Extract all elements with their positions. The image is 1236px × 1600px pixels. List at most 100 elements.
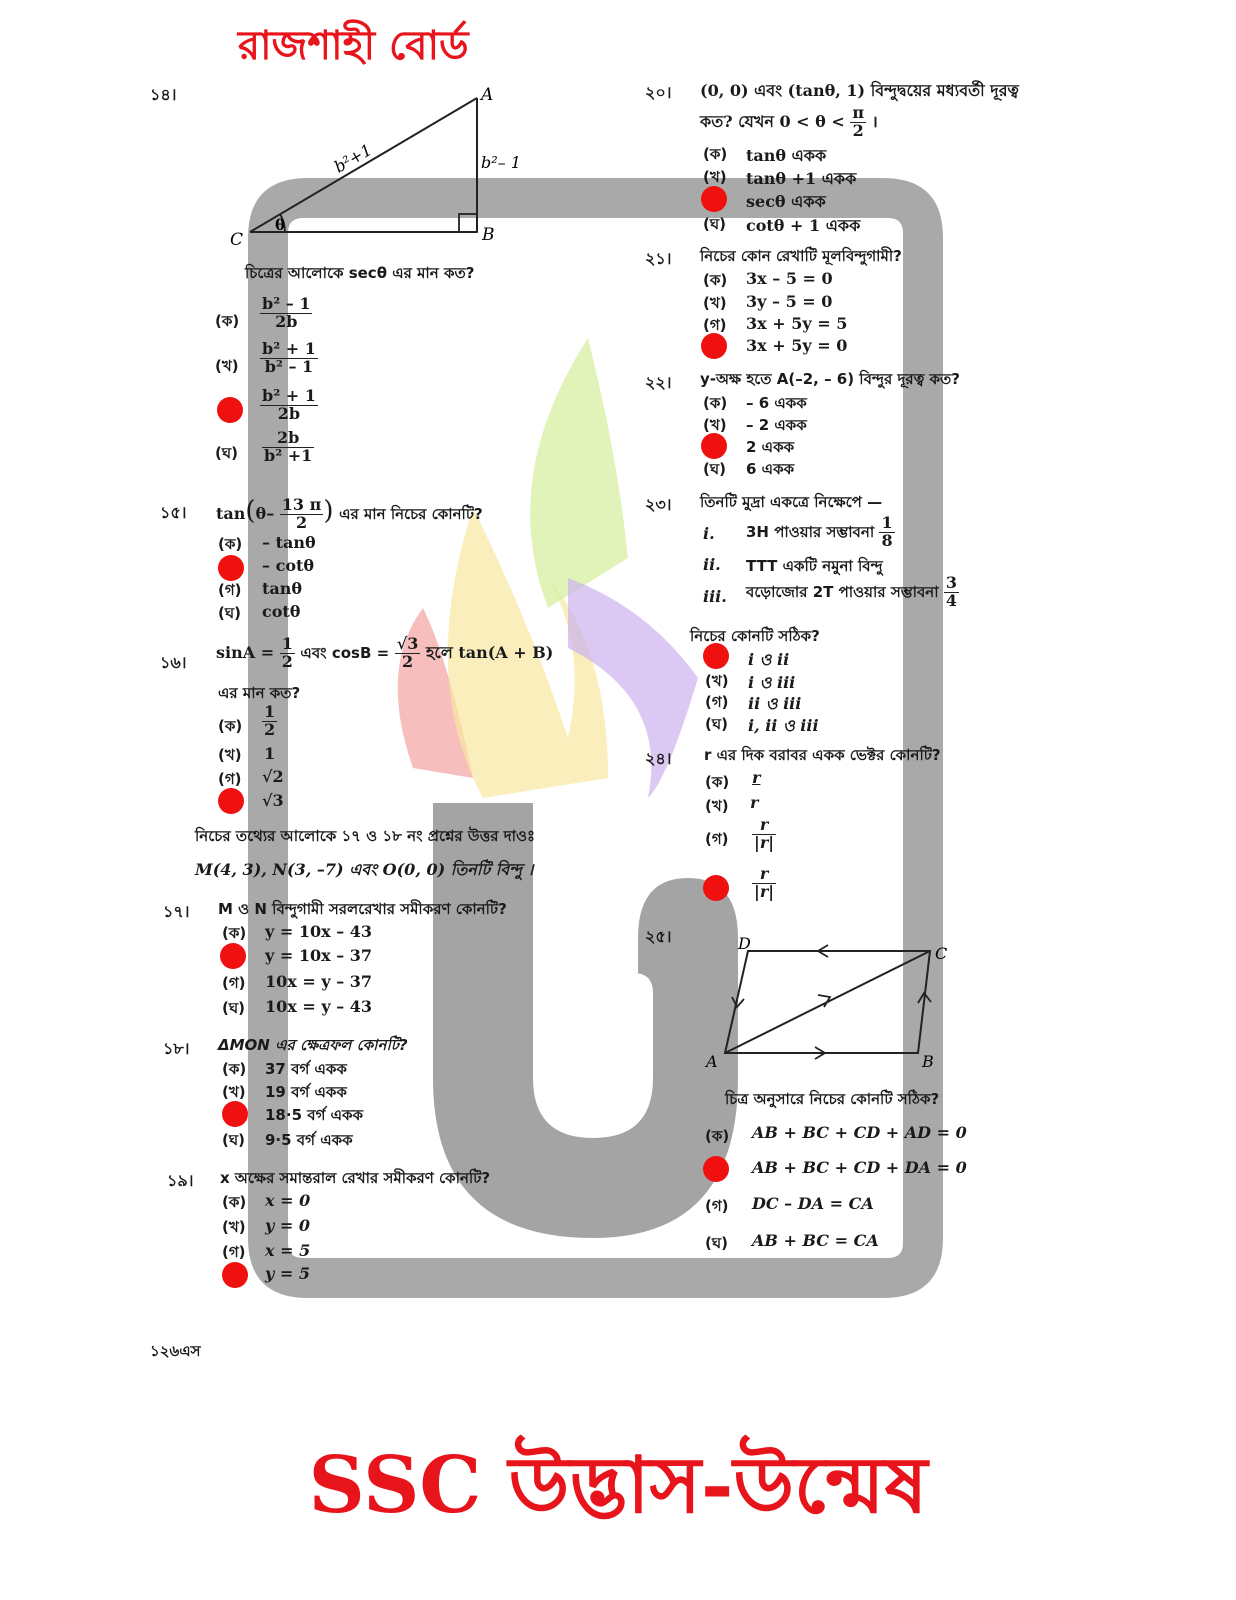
q14-number: ১৪। <box>150 85 177 104</box>
q25-option-ka-label: (ক) <box>705 1127 730 1145</box>
q25-option-ga[interactable]: DC – DA = CA <box>752 1194 874 1213</box>
q24-answer-marker <box>703 875 729 901</box>
q20-option-ka-label: (ক) <box>703 145 728 163</box>
q18-option-gha-label: (ঘ) <box>222 1131 245 1149</box>
q25-option-kha[interactable]: AB + BC + CD + DA = 0 <box>752 1158 967 1177</box>
q23-option-gha[interactable]: i, ii ও iii <box>748 716 819 735</box>
q17-option-gha-label: (ঘ) <box>222 999 245 1017</box>
q23-statement-3-label: iii. <box>703 587 727 606</box>
q20-option-ga[interactable]: secθ একক <box>746 192 826 211</box>
q19-option-ga-label: (গ) <box>222 1243 246 1261</box>
q16-option-gha[interactable]: √3 <box>262 791 284 810</box>
q17-option-gha[interactable]: 10x = y – 43 <box>265 997 373 1016</box>
q18-option-kha[interactable]: 19 বর্গ একক <box>265 1083 347 1101</box>
q20-option-ka[interactable]: tanθ একক <box>746 146 827 165</box>
q25-vertex-b: B <box>921 1052 934 1071</box>
q25-answer-marker <box>703 1156 729 1182</box>
q23-option-ka[interactable]: i ও ii <box>748 650 790 669</box>
q14-angle-theta: θ <box>275 216 285 234</box>
q22-option-ga[interactable]: 2 একক <box>746 438 795 456</box>
q20-answer-marker <box>701 186 727 212</box>
q21-option-ga-label: (গ) <box>703 316 727 334</box>
q25-option-gha[interactable]: AB + BC = CA <box>752 1231 879 1250</box>
q21-option-ga[interactable]: 3x + 5y = 5 <box>746 314 848 333</box>
q23-statement-1-label: i. <box>703 524 715 543</box>
q16-answer-marker <box>218 788 244 814</box>
q18-option-ka-label: (ক) <box>222 1060 247 1078</box>
q19-option-gha[interactable]: y = 5 <box>265 1264 310 1283</box>
q25-parallelogram-figure: A B C D <box>704 934 947 1071</box>
q15-option-gha-label: (ঘ) <box>218 604 241 622</box>
board-title: রাজশাহী বোর্ড <box>238 23 469 69</box>
q17-option-ka[interactable]: y = 10x – 43 <box>265 922 373 941</box>
q18-option-ga[interactable]: 18·5 বর্গ একক <box>265 1106 364 1124</box>
q25-vertex-a: A <box>704 1052 718 1071</box>
q18-stem: ΔMON এর ক্ষেত্রফল কোনটি? <box>218 1036 408 1054</box>
q19-answer-marker <box>222 1262 248 1288</box>
q23-option-gha-label: (ঘ) <box>705 715 728 733</box>
q20-option-gha[interactable]: cotθ + 1 একক <box>746 216 861 235</box>
q25-option-ga-label: (গ) <box>705 1197 729 1215</box>
q14-option-ka-label: (ক) <box>215 312 240 330</box>
q24-option-kha[interactable]: r <box>750 793 759 812</box>
q20-number: ২০। <box>645 83 672 102</box>
q22-option-kha-label: (খ) <box>703 416 727 434</box>
q23-statement-2-label: ii. <box>703 555 721 574</box>
q19-option-ka[interactable]: x = 0 <box>265 1191 311 1210</box>
q18-option-kha-label: (খ) <box>222 1083 246 1101</box>
q18-option-gha[interactable]: 9·5 বর্গ একক <box>265 1131 353 1149</box>
q22-stem: y-অক্ষ হতে A(–2, – 6) বিন্দুর দূরত্ব কত? <box>700 370 960 388</box>
q18-answer-marker <box>222 1101 248 1127</box>
q21-answer-marker <box>701 333 727 359</box>
q19-option-kha-label: (খ) <box>222 1218 246 1236</box>
q23-option-ga[interactable]: ii ও iii <box>748 694 802 713</box>
q23-stem: তিনটি মুদ্রা একত্রে নিক্ষেপে — <box>700 493 883 511</box>
q24-option-gha[interactable]: r|r| <box>752 864 777 901</box>
q24-option-ka[interactable]: r <box>752 768 761 787</box>
q18-option-ka[interactable]: 37 বর্গ একক <box>265 1060 347 1078</box>
q22-option-ka[interactable]: – 6 একক <box>746 394 807 412</box>
q24-option-ka-label: (ক) <box>705 773 730 791</box>
q21-option-kha[interactable]: 3y – 5 = 0 <box>746 292 833 311</box>
q20-option-kha[interactable]: tanθ +1 একক <box>746 169 857 188</box>
q15-option-ga[interactable]: tanθ <box>262 579 303 598</box>
q21-stem: নিচের কোন রেখাটি মূলবিন্দুগামী? <box>700 247 902 265</box>
q14-side-label: b²– 1 <box>481 153 521 172</box>
q16-option-kha[interactable]: 1 <box>264 744 276 763</box>
q15-option-gha[interactable]: cotθ <box>262 602 301 621</box>
q22-option-kha[interactable]: – 2 একক <box>746 416 807 434</box>
q25-option-ka[interactable]: AB + BC + CD + AD = 0 <box>752 1123 967 1142</box>
q23-number: ২৩। <box>645 495 672 514</box>
q14-vertex-a: A <box>479 85 493 105</box>
q14-answer-marker <box>217 397 243 423</box>
q20-stem-line1: (0, 0) এবং (tanθ, 1) বিন্দুদ্বয়ের মধ্যব… <box>700 81 1019 100</box>
q15-answer-marker <box>218 555 244 581</box>
q25-number: ২৫। <box>645 927 672 946</box>
q15-option-kha[interactable]: – cotθ <box>262 556 315 575</box>
q23-option-kha[interactable]: i ও iii <box>748 673 796 692</box>
q19-option-ga[interactable]: x = 5 <box>265 1241 311 1260</box>
q21-number: ২১। <box>645 249 672 268</box>
q15-option-ka[interactable]: – tanθ <box>262 533 316 552</box>
q19-option-kha[interactable]: y = 0 <box>265 1216 310 1235</box>
q16-option-ga[interactable]: √2 <box>262 767 284 786</box>
q24-number: ২৪। <box>645 749 672 768</box>
q21-option-ka[interactable]: 3x – 5 = 0 <box>746 269 833 288</box>
q14-option-kha-label: (খ) <box>215 357 239 375</box>
page-number: ১২৬এস <box>150 1342 201 1360</box>
q21-option-kha-label: (খ) <box>703 294 727 312</box>
q23-option-ga-label: (গ) <box>705 693 729 711</box>
q15-option-ga-label: (গ) <box>218 581 242 599</box>
q21-option-gha[interactable]: 3x + 5y = 0 <box>746 336 848 355</box>
q17-option-ga[interactable]: 10x = y – 37 <box>265 972 373 991</box>
q22-option-gha[interactable]: 6 একক <box>746 460 795 478</box>
q24-option-ga[interactable]: r|r| <box>752 815 777 852</box>
q22-option-ka-label: (ক) <box>703 394 728 412</box>
q17-option-kha[interactable]: y = 10x – 37 <box>265 946 373 965</box>
